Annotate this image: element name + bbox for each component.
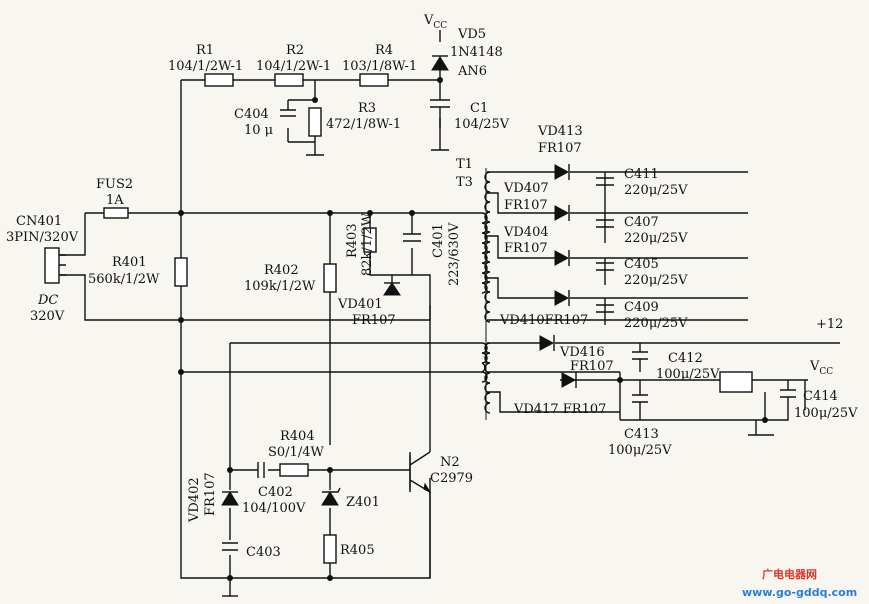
resistor-r405	[323, 534, 337, 564]
watermark: 广电电器网 www.go-gddq.com	[742, 567, 857, 599]
label-c402-val: 104/100V	[242, 501, 306, 516]
capacitors	[222, 99, 796, 551]
label-dc: DC	[37, 293, 58, 308]
resistor-r403	[363, 227, 377, 253]
label-r403-val: 82k/1/2W	[360, 212, 375, 276]
label-r4: R4	[375, 43, 393, 58]
resistor-r1	[204, 73, 234, 87]
label-fus2: FUS2	[96, 177, 133, 192]
label-c411-val: 220μ/25V	[624, 183, 688, 198]
label-vd417: VD417 FR107	[513, 402, 606, 417]
label-vd404-val: FR107	[504, 241, 548, 256]
wires	[60, 30, 840, 596]
label-cn401-val: 3PIN/320V	[6, 230, 79, 245]
label-r3: R3	[358, 101, 376, 116]
label-c404-val: 10 μ	[244, 123, 273, 138]
label-r405: R405	[340, 543, 375, 558]
regulator-block	[719, 371, 753, 393]
label-c413: C413	[624, 427, 659, 442]
label-dc-val: 320V	[30, 309, 65, 324]
connector-cn401	[44, 247, 60, 284]
label-t1: T1	[456, 157, 473, 172]
label-c1-val: 104/25V	[454, 117, 510, 132]
label-vd401-val: FR107	[352, 313, 396, 328]
label-c413-val: 100μ/25V	[608, 443, 672, 458]
label-vcc-top: VCC	[423, 13, 447, 31]
label-vcc-right: VCC	[809, 359, 833, 377]
diodes	[221, 55, 577, 506]
label-c412-val: 100μ/25V	[656, 367, 720, 382]
resistor-r402	[323, 263, 337, 293]
label-r2-val: 104/1/2W-1	[256, 59, 331, 74]
resistor-r404	[279, 463, 309, 477]
fuse-fus2	[103, 207, 129, 219]
resistors	[174, 73, 753, 564]
label-c407-val: 220μ/25V	[624, 231, 688, 246]
label-c405-val: 220μ/25V	[624, 273, 688, 288]
label-c404: C404	[234, 107, 269, 122]
label-vd410: VD410FR107	[499, 313, 588, 328]
label-c1: C1	[470, 101, 488, 116]
label-r404-val: S0/1/4W	[268, 445, 324, 460]
label-c409: C409	[624, 300, 659, 315]
label-c405: C405	[624, 257, 659, 272]
label-vd407-val: FR107	[504, 198, 548, 213]
label-cn401: CN401	[16, 214, 62, 229]
label-vd5: VD5	[457, 27, 486, 42]
label-c401-val: 223/630V	[447, 222, 462, 286]
resistor-r3	[308, 107, 322, 137]
label-c411: C411	[624, 167, 659, 182]
label-z401: Z401	[346, 495, 380, 510]
label-an6: AN6	[457, 64, 487, 79]
label-n2: N2	[440, 455, 460, 470]
label-vd401: VD401	[337, 297, 383, 312]
watermark-line2: www.go-gddq.com	[742, 586, 857, 599]
label-plus12: +12	[816, 317, 843, 332]
label-t3: T3	[456, 175, 473, 190]
resistor-r401	[174, 257, 188, 287]
label-fus2-val: 1A	[106, 193, 124, 208]
label-c414: C414	[803, 389, 838, 404]
label-c403: C403	[246, 545, 281, 560]
label-1n4148: 1N4148	[450, 45, 503, 60]
label-r401: R401	[112, 255, 147, 270]
label-vd404: VD404	[503, 225, 549, 240]
label-vd413: VD413	[537, 124, 583, 139]
ground-symbols	[222, 149, 774, 597]
label-r402: R402	[264, 263, 299, 278]
label-vd402: VD402	[187, 477, 202, 523]
label-vd407: VD407	[503, 181, 549, 196]
label-r4-val: 103/1/8W-1	[342, 59, 417, 74]
label-c401: C401	[431, 223, 446, 258]
label-r2: R2	[286, 43, 304, 58]
label-c402: C402	[258, 485, 293, 500]
label-r404: R404	[280, 429, 315, 444]
label-n2-val: C2979	[430, 471, 473, 486]
label-vd413-val: FR107	[538, 141, 582, 156]
label-c414-val: 100μ/25V	[794, 406, 858, 421]
resistor-r4	[359, 73, 389, 87]
label-c407: C407	[624, 215, 659, 230]
component-labels: VCC VD5 1N4148 AN6 R1 104/1/2W-1 R2 104/…	[6, 13, 858, 560]
label-c409-val: 220μ/25V	[624, 316, 688, 331]
transformer-t1	[481, 168, 491, 420]
label-r403: R403	[345, 223, 360, 258]
watermark-line1: 广电电器网	[762, 567, 817, 581]
label-r3-val: 472/1/8W-1	[326, 117, 401, 132]
label-vd416: VD416	[559, 345, 605, 360]
label-r1: R1	[196, 43, 214, 58]
label-vd402-val: FR107	[203, 472, 218, 516]
label-r402-val: 109k/1/2W	[244, 279, 316, 294]
label-vd416-val: FR107	[570, 359, 614, 374]
resistor-r2	[274, 73, 304, 87]
label-c412: C412	[668, 351, 703, 366]
label-r401-val: 560k/1/2W	[88, 272, 160, 287]
label-r1-val: 104/1/2W-1	[168, 59, 243, 74]
